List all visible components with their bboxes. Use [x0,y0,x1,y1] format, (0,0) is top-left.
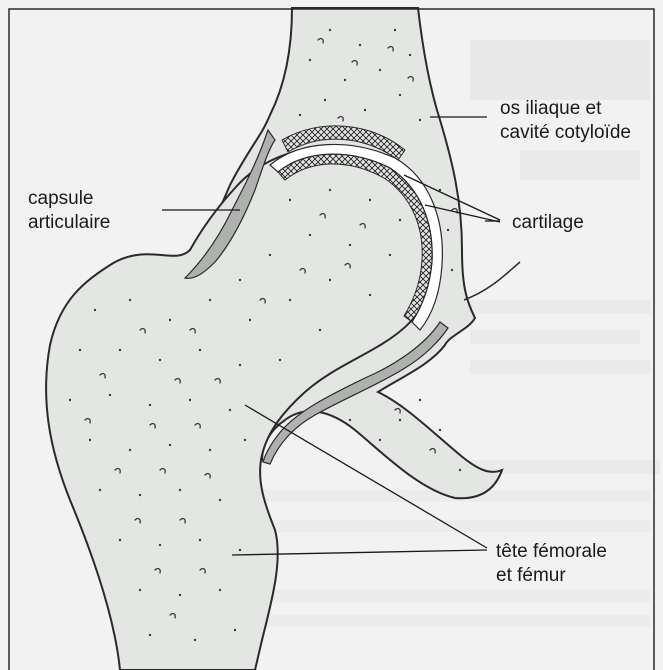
label-femur-line1: tête fémorale [496,541,607,562]
label-cartilage: cartilage [512,212,584,233]
label-iliac-line1: os iliaque et [500,98,602,119]
label-femur-line2: et fémur [496,565,566,586]
label-capsule-line1: capsule [28,188,94,209]
label-iliac-line2: cavité cotyloïde [500,122,631,143]
label-capsule-line2: articulaire [28,212,110,233]
